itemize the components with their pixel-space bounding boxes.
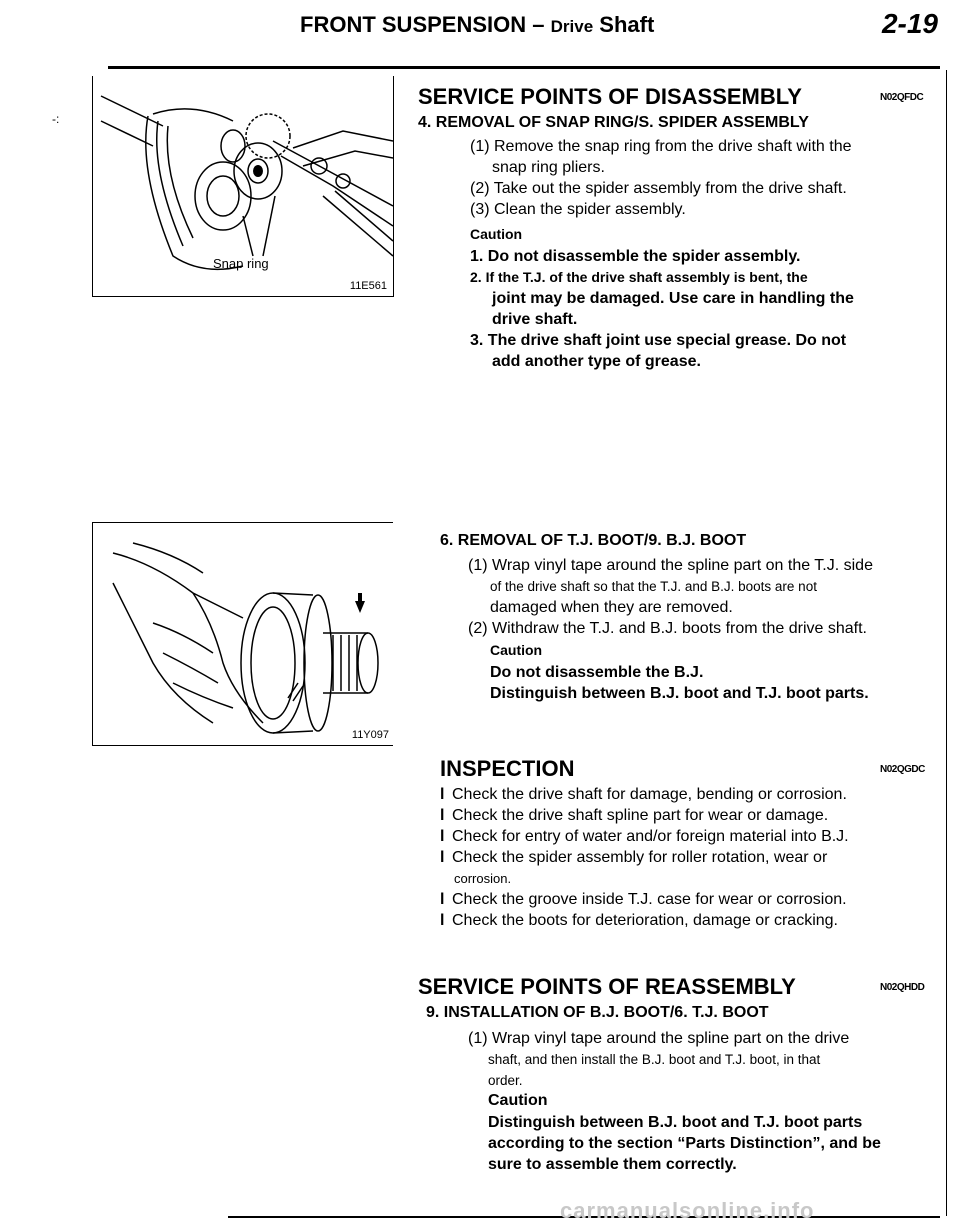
- figure-1-frame: Snap ring 11E561: [92, 76, 394, 297]
- item-9-step-1-cont2: order.: [488, 1073, 523, 1088]
- item-9-caution-2: according to the section “Parts Distinct…: [488, 1135, 881, 1152]
- right-edge-line: [946, 70, 947, 1216]
- item-6-caution-2: Distinguish between B.J. boot and T.J. b…: [490, 685, 869, 702]
- item-4-cautions: 1. Do not disassemble the spider assembl…: [470, 246, 910, 372]
- inspection-item-cont: corrosion.: [454, 871, 512, 886]
- item-4-caution-2: 2. If the T.J. of the drive shaft assemb…: [470, 269, 808, 285]
- item-4-caution-2-cont2: drive shaft.: [492, 311, 578, 328]
- item-9-caution-label: Caution: [488, 1092, 548, 1109]
- item-4-caution-1: 1. Do not disassemble the spider assembl…: [470, 248, 801, 265]
- item-4-step-2: (2) Take out the spider assembly from th…: [470, 180, 847, 197]
- figure-1-code: 11E561: [349, 280, 387, 292]
- footer-rule: [228, 1216, 940, 1218]
- item-4-step-1: (1) Remove the snap ring from the drive …: [470, 138, 852, 155]
- page-header-title: FRONT SUSPENSION – Drive Shaft: [300, 12, 654, 38]
- item-6-step-1-cont: of the drive shaft so that the T.J. and …: [490, 579, 817, 594]
- item-9-step-1-cont: shaft, and then install the B.J. boot an…: [488, 1052, 821, 1067]
- item-4-caution-3-cont: add another type of grease.: [492, 353, 701, 370]
- figure-1-label: Snap ring: [213, 256, 269, 271]
- item-6-step-2: (2) Withdraw the T.J. and B.J. boots fro…: [468, 620, 867, 637]
- item-4-steps: (1) Remove the snap ring from the drive …: [470, 136, 910, 220]
- item-6-title: 6. REMOVAL OF T.J. BOOT/9. B.J. BOOT: [440, 532, 747, 549]
- header-section: FRONT SUSPENSION: [300, 12, 527, 37]
- item-6-caution-label: Caution: [490, 642, 543, 658]
- item-6-caution-1: Do not disassemble the B.J.: [490, 664, 704, 681]
- item-9-step-1: (1) Wrap vinyl tape around the spline pa…: [468, 1030, 850, 1047]
- item-9-steps: (1) Wrap vinyl tape around the spline pa…: [468, 1028, 918, 1091]
- disassembly-code: N02QFDC: [880, 92, 924, 103]
- item-6-cautions: Do not disassemble the B.J. Distinguish …: [490, 662, 920, 704]
- inspection-code: N02QGDC: [880, 764, 925, 775]
- boot-removal-illustration: [112, 542, 379, 734]
- figure-2-code: 11Y097: [351, 729, 389, 741]
- item-6-step-1: (1) Wrap vinyl tape around the spline pa…: [468, 557, 873, 574]
- item-6-steps: (1) Wrap vinyl tape around the spline pa…: [468, 555, 918, 639]
- header-subsection: Drive: [550, 17, 594, 36]
- inspection-heading: INSPECTION: [440, 756, 575, 781]
- figure-2-frame: 11Y097: [92, 522, 393, 746]
- item-9-caution-3: sure to assemble them correctly.: [488, 1156, 737, 1173]
- item-9-caution-1: Distinguish between B.J. boot and T.J. b…: [488, 1114, 863, 1131]
- item-4-caution-3: 3. The drive shaft joint use special gre…: [470, 332, 847, 349]
- item-4-caution-2-cont: joint may be damaged. Use care in handli…: [492, 290, 854, 307]
- reassembly-code: N02QHDD: [880, 982, 925, 993]
- item-4-step-1-cont: snap ring pliers.: [492, 159, 605, 176]
- header-dash: –: [532, 12, 545, 37]
- item-4-step-3: (3) Clean the spider assembly.: [470, 201, 686, 218]
- item-4-title: 4. REMOVAL OF SNAP RING/S. SPIDER ASSEMB…: [418, 114, 809, 131]
- header-rule: [108, 66, 940, 69]
- item-9-cautions: Distinguish between B.J. boot and T.J. b…: [488, 1112, 918, 1175]
- disassembly-heading: SERVICE POINTS OF DISASSEMBLY: [418, 84, 802, 109]
- page-number: 2-19: [881, 8, 938, 39]
- margin-mark: -:: [52, 112, 60, 126]
- item-4-caution-label: Caution: [470, 226, 523, 242]
- item-6-step-1-cont2: damaged when they are removed.: [490, 599, 733, 616]
- header-subsection2: Shaft: [599, 12, 655, 37]
- reassembly-heading: SERVICE POINTS OF REASSEMBLY: [418, 974, 796, 999]
- watermark: carmanualsonline.info: [560, 1198, 815, 1223]
- item-9-title: 9. INSTALLATION OF B.J. BOOT/6. T.J. BOO…: [426, 1004, 769, 1021]
- snap-ring-illustration: [100, 95, 393, 271]
